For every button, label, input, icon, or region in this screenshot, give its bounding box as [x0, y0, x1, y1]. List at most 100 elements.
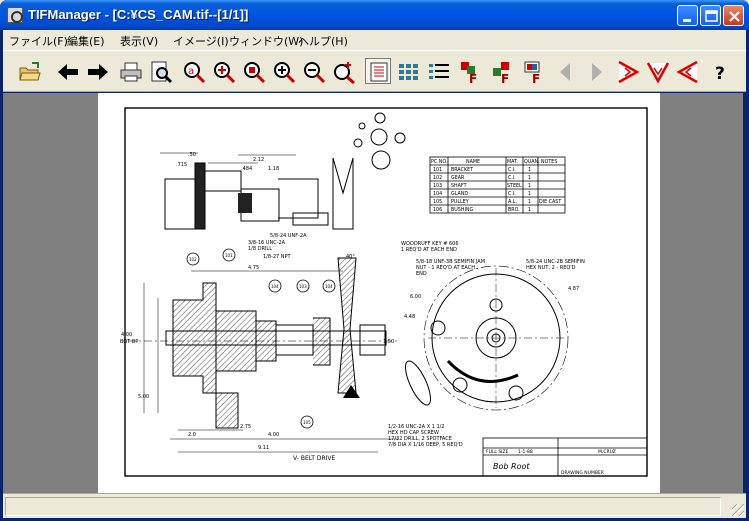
dim-top-118: 1.18: [268, 166, 279, 172]
title-block: [482, 437, 648, 477]
status-pane: [5, 497, 721, 516]
list-view-button[interactable]: [426, 59, 452, 85]
table-header: QUAN.: [524, 159, 540, 165]
table-cell: 1: [528, 175, 531, 181]
table-cell: C.I.: [508, 167, 516, 173]
maximize-button[interactable]: [700, 5, 721, 26]
thumb-f3-button[interactable]: F: [521, 59, 547, 85]
note-drill2: 1/8 DRILL: [248, 246, 272, 252]
rotate-down-icon: [646, 62, 670, 84]
thumb-f1-button[interactable]: F: [458, 59, 484, 85]
zoom-minus-button[interactable]: [301, 59, 327, 85]
table-cell: 1: [528, 167, 531, 173]
title-block-drawing-number: DRAWING NUMBER: [561, 470, 604, 476]
semifin2-note: 5/8-24 UNC-2B SEMIFIN: [526, 259, 585, 265]
dim-500: 5.00: [138, 394, 149, 400]
grid-view-button[interactable]: [396, 59, 422, 85]
print-preview-icon: [151, 61, 173, 84]
balloon-label: 104: [271, 284, 279, 289]
help-button[interactable]: ?: [707, 59, 733, 85]
thumb-f2-button[interactable]: F: [490, 59, 516, 85]
svg-text:F: F: [469, 72, 477, 84]
rotate-left-button[interactable]: [615, 59, 641, 85]
close-button[interactable]: [723, 5, 744, 26]
menu-view[interactable]: 表示(V): [120, 35, 159, 48]
zoom-in-button[interactable]: [211, 59, 237, 85]
angle-label: 40°: [346, 254, 355, 260]
menu-image[interactable]: イメージ(I): [173, 35, 229, 48]
zoom-fit-button[interactable]: [331, 59, 357, 85]
table-cell: 102: [433, 175, 442, 181]
minimize-button[interactable]: [677, 5, 698, 26]
table-cell: A.L.: [508, 199, 517, 205]
resize-grip-icon[interactable]: [732, 504, 744, 516]
help-icon: ?: [715, 64, 725, 84]
table-cell: 1: [528, 207, 531, 213]
menu-window[interactable]: ウィンドウ(W): [229, 35, 304, 48]
zoom-in-plus-icon: [214, 62, 236, 84]
dim-400c: 4.00: [268, 432, 279, 438]
drawing-caption: V- BELT DRIVE: [293, 455, 335, 462]
zoom-a-button[interactable]: a: [181, 59, 207, 85]
grid-view-icon: [399, 64, 418, 80]
title-block-signature: Bob Root: [493, 462, 530, 471]
list-view-icon: [429, 64, 449, 79]
rotate-down-button[interactable]: [645, 59, 671, 85]
note-unf: 5/8-24 UNF-2A: [270, 233, 307, 239]
zoom-out-icon: [244, 62, 266, 84]
semifin2-note-2: HEX NUT, 2 - REQ'D: [526, 265, 576, 271]
parts-table: [429, 156, 566, 214]
dim-448: 4.48: [404, 314, 415, 320]
zoom-out-minus-icon: [304, 62, 326, 84]
table-cell: C.I.: [508, 175, 516, 181]
zoom-page-button[interactable]: [241, 59, 267, 85]
document-page[interactable]: .50 2.12 .484 1.18 .715 5/8-24 UNF-2A 3/…: [98, 93, 660, 493]
table-cell: C.I.: [508, 191, 516, 197]
menu-file[interactable]: ファイル(F): [9, 35, 68, 48]
forward-button[interactable]: [85, 59, 111, 85]
dim-911: 9.11: [258, 445, 269, 451]
table-header: NAME: [466, 159, 480, 165]
dim-275: 2.75: [240, 424, 251, 430]
print-preview-button[interactable]: [148, 59, 174, 85]
dim-bcd: BOT BP: [120, 339, 138, 345]
zoom-a-icon: a: [184, 62, 206, 84]
note-drill: 3/8-16 UNC-2A: [248, 240, 286, 246]
single-page-button[interactable]: [365, 58, 391, 84]
table-header: MAT.: [507, 159, 518, 165]
capscrew-note: 1/2-16 UNC-2A X 1 1/2: [388, 424, 445, 430]
zoom-plus-button[interactable]: [271, 59, 297, 85]
status-bar: [3, 493, 746, 518]
open-button[interactable]: [17, 59, 43, 85]
svg-text:F: F: [501, 72, 509, 84]
single-page-icon: [370, 62, 388, 82]
menu-help[interactable]: ヘルプ(H): [298, 35, 348, 48]
back-arrow-icon: [58, 64, 78, 80]
back-button[interactable]: [55, 59, 81, 85]
title-block-date: 1-1-88: [518, 449, 533, 455]
rotate-right-icon: [676, 60, 698, 84]
dim-top-0484: .484: [241, 166, 252, 172]
window-border-right: [746, 30, 749, 521]
table-cell: GLAND: [451, 191, 468, 197]
table-cell: STEEL: [507, 183, 522, 189]
next-page-button[interactable]: [583, 59, 609, 85]
prev-page-icon: [560, 63, 570, 81]
prev-page-button[interactable]: [553, 59, 579, 85]
table-cell: 1: [528, 199, 531, 205]
image-viewport[interactable]: .50 2.12 .484 1.18 .715 5/8-24 UNF-2A 3/…: [3, 93, 743, 493]
rotate-right-button[interactable]: [675, 59, 701, 85]
thumb-f1-icon: F: [461, 62, 477, 84]
menu-edit[interactable]: 編集(E): [67, 35, 105, 48]
print-button[interactable]: [118, 59, 144, 85]
table-cell: GEAR: [451, 175, 465, 181]
title-bar[interactable]: TIFManager - [C:¥CS_CAM.tif--[1/1]]: [0, 0, 749, 30]
minimize-icon: [683, 19, 691, 22]
zoom-in-icon: [274, 62, 296, 84]
svg-text:a: a: [188, 66, 194, 77]
table-cell: 103: [433, 183, 442, 189]
balloon-label: 103: [299, 284, 307, 289]
app-icon[interactable]: [7, 7, 23, 23]
semifin-note: 5/8-18 UNF-3B SEMIFIN JAM: [416, 259, 485, 265]
table-cell: 104: [433, 191, 442, 197]
